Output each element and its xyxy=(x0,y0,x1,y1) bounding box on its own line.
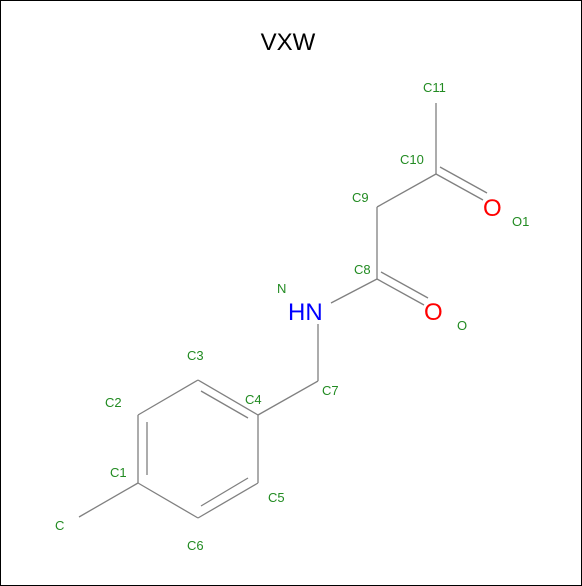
bond-c6-c1 xyxy=(137,482,199,519)
bond-c1-c xyxy=(78,482,139,518)
atom-label-c: C xyxy=(55,518,64,533)
atom-label-c4: C4 xyxy=(245,392,262,407)
molecule-title: VXW xyxy=(261,29,316,56)
bond-c8-o-b xyxy=(380,271,429,299)
atom-label-c3: C3 xyxy=(187,348,204,363)
atom-label-o1: O1 xyxy=(512,214,529,229)
amide-oxygen-symbol: O xyxy=(424,299,443,326)
nitrogen-symbol: HN xyxy=(288,299,323,326)
bond-c10-c9 xyxy=(376,173,437,208)
bond-c8-n xyxy=(330,278,378,304)
bond-c5-c6 xyxy=(197,482,259,519)
bonds xyxy=(78,103,488,519)
bond-c8-o-a xyxy=(376,278,425,306)
atom-label-c6: C6 xyxy=(187,538,204,553)
atom-label-c1: C1 xyxy=(110,465,127,480)
atom-label-c2: C2 xyxy=(105,395,122,410)
atom-label-c9: C9 xyxy=(352,190,369,205)
atom-label-o: O xyxy=(457,318,467,333)
atom-label-c11: C11 xyxy=(423,80,446,95)
bond-c2-c3 xyxy=(137,379,199,416)
atom-label-n: N xyxy=(277,281,286,296)
bond-c10-o1-a xyxy=(435,173,484,201)
bond-aromatic-inner-2 xyxy=(200,477,249,507)
bond-c10-o1-b xyxy=(439,166,488,194)
bond-aromatic-inner-1 xyxy=(200,390,249,419)
bond-c3-c4 xyxy=(197,379,259,416)
atom-label-c8: C8 xyxy=(354,262,371,277)
atom-label-c5: C5 xyxy=(268,490,285,505)
atom-label-c7: C7 xyxy=(322,383,339,398)
bond-c7-c4 xyxy=(257,380,319,416)
atom-labels: C11 C10 C9 O1 C8 N O C3 C7 C2 C4 C1 C5 C… xyxy=(55,80,529,553)
ketone-oxygen-symbol: O xyxy=(483,195,502,222)
atom-label-c10: C10 xyxy=(400,152,424,167)
